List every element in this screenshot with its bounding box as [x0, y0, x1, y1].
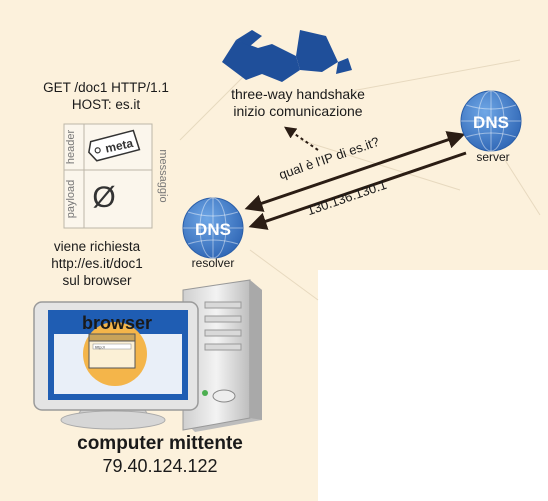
query-arrow [244, 131, 466, 212]
empty-payload-symbol: Ø [92, 181, 115, 214]
header-label: header [65, 130, 77, 165]
server-dns-text: DNS [473, 113, 509, 132]
computer-ip: 79.40.124.122 [102, 456, 218, 476]
handshake-label-line2: inizio comunicazione [233, 103, 363, 119]
http-request-line1: GET /doc1 HTTP/1.1 [43, 80, 169, 95]
browser-request-line2: http://es.it/doc1 [51, 256, 143, 271]
meta-tag-icon: meta [88, 129, 141, 162]
payload-label: payload [65, 180, 77, 219]
answer-arrow [248, 151, 467, 230]
resolver-dns-icon: DNS [182, 197, 244, 259]
handshake-label-line1: three-way handshake [231, 86, 365, 102]
message-side-label: messaggio [157, 149, 169, 202]
resolver-label: resolver [191, 256, 235, 270]
mini-url-text: http:// [95, 345, 106, 350]
message-box: header payload messaggio meta Ø [63, 123, 169, 229]
http-request-line2: HOST: es.it [71, 97, 141, 112]
browser-label: browser [81, 313, 153, 333]
resolver-dns-text: DNS [195, 220, 231, 239]
browser-request-line1: viene richiesta [53, 239, 141, 254]
handshake-icon [222, 30, 352, 82]
computer-tower [182, 279, 262, 432]
mini-browser-window-icon: http:// [88, 333, 136, 369]
meta-tag-text: meta [104, 136, 135, 156]
server-dns-icon: DNS [460, 90, 522, 152]
computer-monitor: http:// [33, 301, 199, 430]
server-label: server [476, 150, 510, 164]
browser-request-line3: sul browser [62, 273, 132, 288]
computer-title: computer mittente [77, 433, 243, 454]
